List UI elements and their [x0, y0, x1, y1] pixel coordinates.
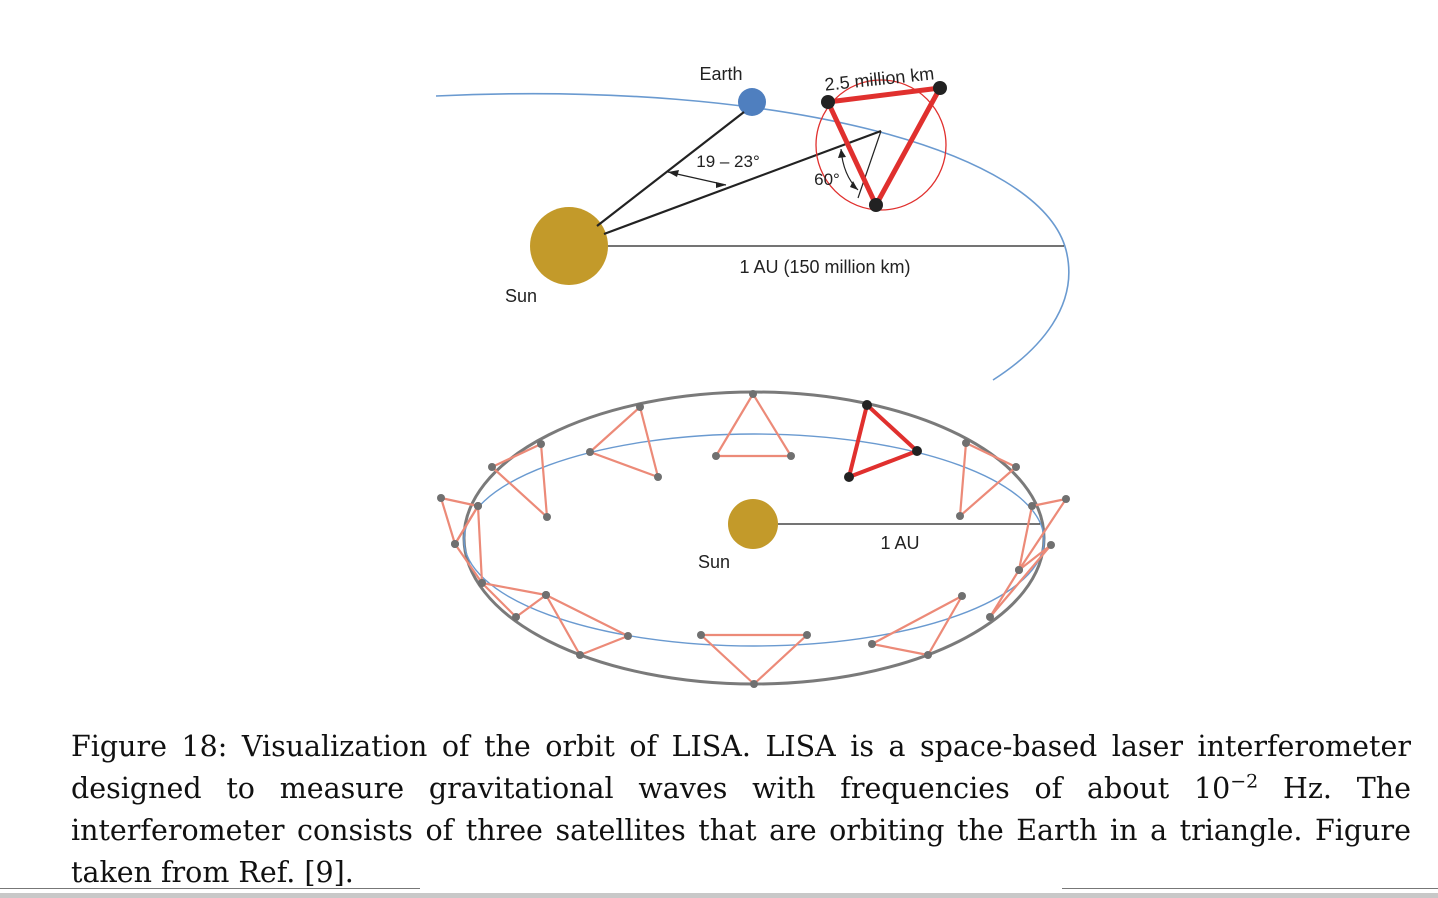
triangle-group	[437, 390, 1070, 688]
satellite-dot-7-1	[478, 579, 486, 587]
satellite-dot-12-1	[1015, 566, 1023, 574]
satellite-dot-11-1	[986, 613, 994, 621]
angle-arrowhead-right	[716, 182, 726, 188]
satellite-dot-6-1	[474, 502, 482, 510]
lisa-triangle-position-2	[714, 392, 793, 458]
earth-disc	[738, 88, 766, 116]
satellite-dot-8-1	[542, 591, 550, 599]
satellite-dot-2-2	[712, 452, 720, 460]
satellite-dot-4-2	[488, 463, 496, 471]
lisa-triangle-position-8	[544, 593, 630, 657]
lisa-triangle-position-4	[490, 442, 549, 519]
sixty-arrowhead-top	[838, 149, 846, 158]
distance-label: 1 AU (150 million km)	[739, 257, 910, 277]
figure-caption: Figure 18: Visualization of the orbit of…	[71, 726, 1411, 894]
satellite-dot-13-3	[956, 512, 964, 520]
caption-text-end: Hz. The interferometer consists of three…	[71, 772, 1412, 889]
orbit-view: Sun 1 AU	[437, 390, 1070, 688]
satellite-dot-2-1	[749, 390, 757, 398]
caption-text: Figure 18: Visualization of the orbit of…	[71, 730, 1411, 805]
triangle-angle-label: 60°	[814, 170, 840, 189]
angle-label: 19 – 23°	[696, 152, 760, 171]
satellite-dot-8-2	[576, 651, 584, 659]
satellite-dot-9-2	[803, 631, 811, 639]
lisa-triangle-position-11	[988, 543, 1053, 619]
sun-label-orbit: Sun	[698, 552, 730, 572]
satellite-dot-3-1	[636, 403, 644, 411]
caption-exponent: −2	[1230, 770, 1259, 793]
page-rule-right	[1062, 888, 1438, 889]
lisa-triangle-position-10	[870, 594, 964, 657]
lisa-triangle-position-13	[958, 441, 1018, 518]
top-view: Earth Sun 2.5 million km 19 – 23° 60° 1 …	[435, 63, 1070, 381]
sixty-arrowhead-bottom	[850, 181, 858, 190]
satellite-dot-5-1	[437, 494, 445, 502]
satellite-3	[869, 198, 883, 212]
satellite-dot-1-1	[862, 400, 872, 410]
triangle-normal-line	[857, 130, 882, 199]
lisa-triangle-position-9	[699, 633, 809, 686]
distance-label-orbit: 1 AU	[880, 533, 919, 553]
scroll-edge	[0, 893, 1438, 898]
satellite-dot-9-1	[697, 631, 705, 639]
earth-orbit-path	[435, 92, 1070, 381]
page-rule-left	[0, 888, 420, 889]
lisa-triangle-position-6	[453, 504, 484, 585]
satellite-dot-8-3	[624, 632, 632, 640]
satellite-dot-1-2	[912, 446, 922, 456]
earth-orbit-ellipse	[463, 433, 1045, 647]
sun-disc-top	[530, 207, 608, 285]
satellite-dot-13-2	[1012, 463, 1020, 471]
lisa-constellation-circle	[815, 79, 947, 211]
satellite-2	[933, 81, 947, 95]
lisa-triangle-position-3	[588, 405, 660, 479]
satellite-dot-2-3	[787, 452, 795, 460]
sun-label-top: Sun	[505, 286, 537, 306]
satellite-dot-3-3	[654, 473, 662, 481]
satellite-dot-11-3	[1047, 541, 1055, 549]
satellite-dot-1-3	[844, 472, 854, 482]
satellite-dot-4-1	[537, 440, 545, 448]
satellite-dot-7-2	[512, 613, 520, 621]
satellite-dot-6-2	[451, 540, 459, 548]
satellite-dot-13-1	[962, 439, 970, 447]
angle-arrowhead-left	[668, 170, 679, 177]
sun-earth-line	[596, 111, 745, 227]
sun-lisa-line	[603, 129, 882, 236]
lisa-triangle-top	[825, 85, 943, 208]
sun-disc-orbit	[728, 499, 778, 549]
satellite-dot-12-2	[1028, 502, 1036, 510]
lisa-triangle-position-12	[1017, 497, 1068, 572]
satellite-dot-10-2	[958, 592, 966, 600]
satellite-dot-10-1	[868, 640, 876, 648]
earth-label: Earth	[699, 64, 742, 84]
lisa-triangle-position-7	[480, 581, 548, 619]
satellite-dot-3-2	[586, 448, 594, 456]
satellite-dot-10-3	[924, 651, 932, 659]
lisa-triangle-position-1	[847, 403, 919, 479]
satellite-dot-4-3	[543, 513, 551, 521]
satellite-1	[821, 95, 835, 109]
satellite-dot-12-3	[1062, 495, 1070, 503]
satellite-dot-9-3	[750, 680, 758, 688]
